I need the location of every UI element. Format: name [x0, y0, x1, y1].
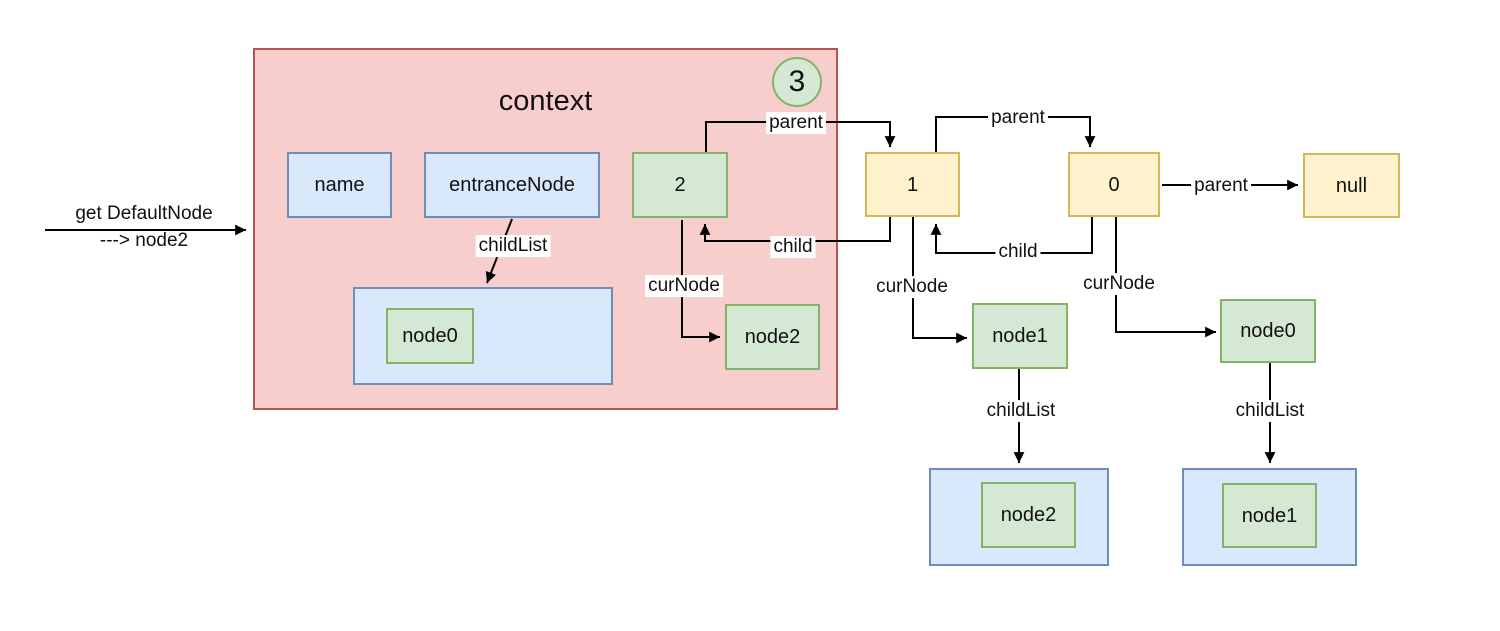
edge-label-curnode-0: curNode	[1080, 273, 1158, 295]
frame1-curnode-node1: node1	[972, 303, 1068, 369]
edge-label-parent-1-0: parent	[988, 107, 1048, 129]
stack-frame-2: 2	[632, 152, 728, 218]
step-badge: 3	[772, 57, 822, 107]
edge-label-parent-0-null: parent	[1191, 175, 1251, 197]
edge-label-childlist-node1: childList	[983, 400, 1059, 422]
stack-frame-1: 1	[865, 152, 960, 217]
context-curnode-node2: node2	[725, 304, 820, 370]
edge-label-curnode-1: curNode	[873, 276, 951, 298]
edge-label-childlist-context: childList	[475, 235, 551, 257]
frame0-childlist-node1: node1	[1222, 483, 1317, 548]
name-box: name	[287, 152, 392, 218]
edge-label-parent-2-1: parent	[766, 112, 826, 134]
frame0-curnode-node0: node0	[1220, 299, 1316, 363]
edge-curnode-0-to-node0	[1115, 217, 1216, 338]
annotation-line1: get DefaultNode	[75, 203, 213, 224]
edge-label-child-0-1: child	[995, 241, 1041, 263]
edge-label-childlist-node0: childList	[1232, 400, 1308, 422]
stack-frame-0: 0	[1068, 152, 1160, 217]
edge-label-child-1-2: child	[770, 236, 816, 258]
entrance-node-box: entranceNode	[424, 152, 600, 218]
edge-curnode-2-to-node2	[681, 220, 720, 343]
annotation-line2: ---> node2	[99, 230, 189, 251]
null-box: null	[1303, 153, 1400, 218]
edge-label-curnode-2: curNode	[645, 275, 723, 297]
edge-curnode-1-to-node1	[912, 217, 967, 344]
frame1-childlist-node2: node2	[981, 482, 1076, 548]
context-childlist-node0: node0	[386, 308, 474, 364]
context-title: context	[498, 85, 593, 117]
